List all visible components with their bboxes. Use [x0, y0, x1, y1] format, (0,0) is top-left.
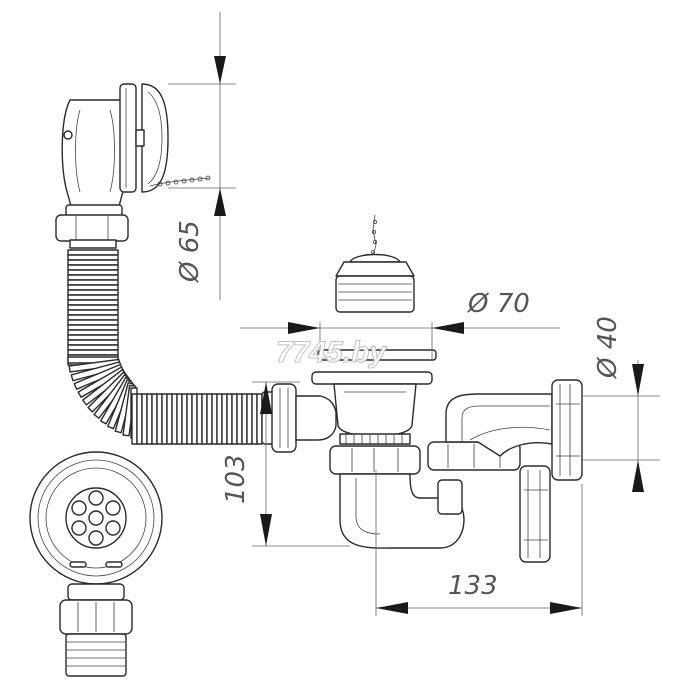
- siphon-body: [261, 214, 583, 563]
- dim-65-label: Ø 65: [175, 220, 205, 283]
- dim-133-label: 133: [448, 571, 498, 601]
- strainer-top-view: [29, 451, 163, 677]
- dim-103-label: 103: [221, 454, 251, 504]
- dimension-lines: [168, 12, 660, 616]
- dim-40-label: Ø 40: [593, 316, 623, 379]
- overflow-assembly: [55, 83, 211, 249]
- watermark-logo: 7745.by: [276, 336, 387, 369]
- dim-70-label: Ø 70: [467, 289, 530, 319]
- corrugated-hose: [67, 249, 263, 445]
